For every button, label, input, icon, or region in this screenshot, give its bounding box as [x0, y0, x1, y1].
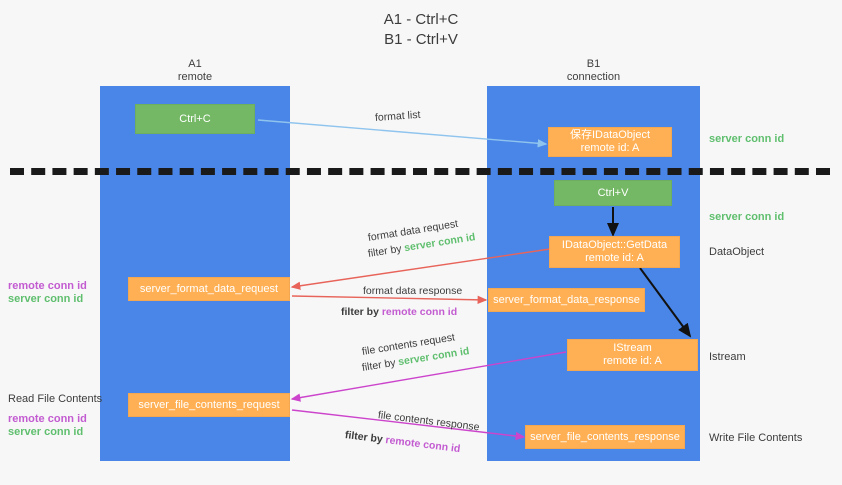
edge-label-format-data-response: format data response [363, 285, 463, 297]
filter-prefix: filter by [344, 429, 387, 446]
page-title: A1 - Ctrl+C B1 - Ctrl+V [383, 11, 459, 48]
annotation-server-conn-id-1: server conn id [8, 293, 84, 305]
annotation-server-conn-id-mid: server conn id [709, 211, 785, 223]
annotation-read-file-contents: Read File Contents [8, 393, 103, 405]
filter-key-remote-conn-id: remote conn id [384, 434, 461, 456]
annotation-server-conn-id-2: server conn id [8, 426, 84, 438]
annotation-server-conn-id-top: server conn id [709, 133, 785, 145]
node-server-format-data-request[interactable]: server_format_data_request [128, 277, 290, 301]
node-ctrl-v[interactable]: Ctrl+V [554, 180, 672, 206]
annotation-remote-conn-id-1: remote conn id [8, 280, 87, 292]
column-header-b1: B1 connection [566, 58, 621, 83]
node-server-format-data-response[interactable]: server_format_data_response [488, 288, 645, 312]
edge-label-file-contents-response-filter: filter by remote conn id [344, 428, 480, 458]
node-idataobject[interactable]: 保存IDataObject remote id: A [548, 127, 672, 157]
edge-label-file-contents-response: file contents response [377, 409, 481, 434]
annotation-remote-conn-id-2: remote conn id [8, 413, 87, 425]
edge-label-format-data-response-filter: filter by remote conn id [341, 305, 462, 319]
filter-prefix: filter by [367, 242, 406, 260]
annotation-istream: Istream [709, 351, 746, 363]
edge-label-format-list: format list [374, 108, 421, 124]
node-idataobject-getdata[interactable]: IDataObject::GetData remote id: A [549, 236, 680, 268]
annotation-dataobject: DataObject [709, 246, 765, 258]
filter-prefix: filter by [361, 356, 400, 374]
node-server-file-contents-request[interactable]: server_file_contents_request [128, 393, 290, 417]
node-ctrl-c[interactable]: Ctrl+C [135, 104, 255, 134]
filter-prefix: filter by [341, 306, 382, 318]
dashed-divider [10, 168, 830, 175]
annotation-write-file-contents: Write File Contents [709, 432, 803, 444]
node-server-file-contents-response[interactable]: server_file_contents_response [525, 425, 685, 449]
column-header-a1: A1 remote [177, 58, 213, 83]
node-istream[interactable]: IStream remote id: A [567, 339, 698, 371]
filter-key-remote-conn-id: remote conn id [381, 306, 458, 318]
